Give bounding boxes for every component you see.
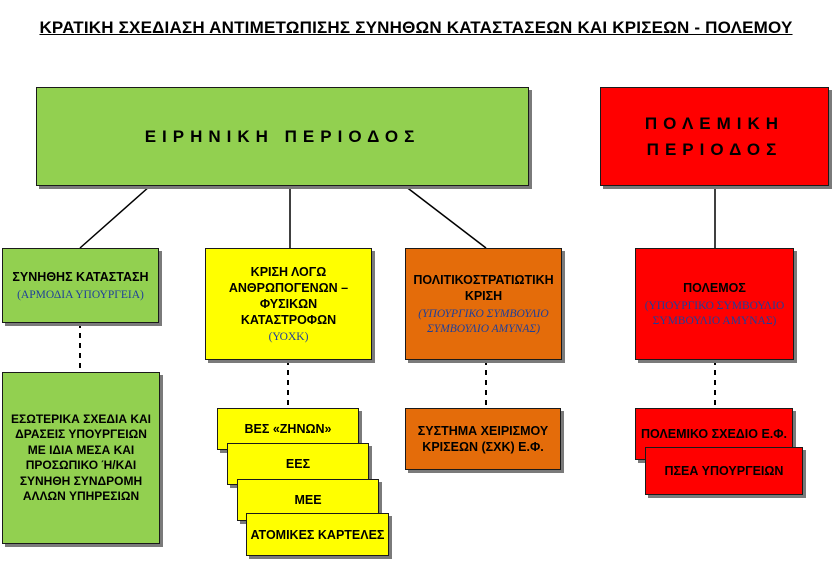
peace-period-label: ΕΙΡΗΝΙΚΗ ΠΕΡΙΟΔΟΣ	[144, 126, 421, 146]
war-period-box: ΠΟΛΕΜΙΚΗ ΠΕΡΙΟΔΟΣ	[600, 87, 829, 186]
connector-peace-normal	[79, 185, 151, 249]
disaster-crisis-box: ΚΡΙΣΗ ΛΟΓΩ ΑΝΘΡΩΠΟΓΕΝΩΝ – ΦΥΣΙΚΩΝ ΚΑΤΑΣΤ…	[205, 248, 372, 360]
war-plan-label: ΠΟΛΕΜΙΚΟ ΣΧΕΔΙΟ Ε.Φ.	[641, 427, 787, 441]
plan-box-4: ΑΤΟΜΙΚΕΣ ΚΑΡΤΕΛΕΣ	[246, 513, 389, 556]
wartime-sub: (ΥΠΟΥΡΓΙΚΟ ΣΥΜΒΟΥΛΙΟ ΣΥΜΒΟΥΛΙΟ ΑΜΥΝΑΣ)	[644, 299, 785, 327]
normal-situation-sub: (ΑΡΜΟΔΙΑ ΥΠΟΥΡΓΕΙΑ)	[17, 288, 144, 301]
connector-peace-politico	[404, 185, 487, 249]
war-period-label-line2: ΠΕΡΙΟΔΟΣ	[646, 139, 783, 159]
plan-label-4: ΑΤΟΜΙΚΕΣ ΚΑΡΤΕΛΕΣ	[250, 527, 385, 542]
war-period-label-line1: ΠΟΛΕΜΙΚΗ	[644, 113, 785, 133]
politico-military-crisis-sub: (ΥΠΟΥΡΓΙΚΟ ΣΥΜΒΟΥΛΙΟ ΣΥΜΒΟΥΛΙΟ ΑΜΥΝΑΣ)	[418, 307, 549, 335]
plan-label-2: ΕΕΣ	[285, 457, 311, 471]
politico-military-crisis-box: ΠΟΛΙΤΙΚΟΣΤΡΑΤΙΩΤΙΚΗ ΚΡΙΣΗ (ΥΠΟΥΡΓΙΚΟ ΣΥΜ…	[405, 248, 562, 360]
disaster-crisis-label: ΚΡΙΣΗ ΛΟΓΩ ΑΝΘΡΩΠΟΓΕΝΩΝ – ΦΥΣΙΚΩΝ ΚΑΤΑΣΤ…	[228, 264, 349, 327]
crisis-handling-system-box: ΣΥΣΤΗΜΑ ΧΕΙΡΙΣΜΟΥ ΚΡΙΣΕΩΝ (ΣΧΚ) Ε.Φ.	[405, 408, 561, 470]
plan-label-3: ΜΕΕ	[294, 493, 322, 507]
normal-detail-box: ΕΣΩΤΕΡΙΚΑ ΣΧΕΔΙΑ ΚΑΙ ΔΡΑΣΕΙΣ ΥΠΟΥΡΓΕΙΩΝ …	[2, 372, 160, 544]
diagram-title: ΚΡΑΤΙΚΗ ΣΧΕΔΙΑΣΗ ΑΝΤΙΜΕΤΩΠΙΣΗΣ ΣΥΝΗΘΩΝ Κ…	[39, 18, 793, 37]
normal-situation-label: ΣΥΝΗΘΗΣ ΚΑΤΑΣΤΑΣΗ	[12, 269, 149, 284]
ministry-plans-box: ΠΣΕΑ ΥΠΟΥΡΓΕΙΩΝ	[645, 447, 803, 495]
plan-label-1: ΒΕΣ «ΖΗΝΩΝ»	[244, 422, 332, 436]
peace-period-box: ΕΙΡΗΝΙΚΗ ΠΕΡΙΟΔΟΣ	[36, 87, 529, 186]
disaster-crisis-sub: (ΥΟΧΚ)	[268, 330, 309, 343]
ministry-plans-label: ΠΣΕΑ ΥΠΟΥΡΓΕΙΩΝ	[664, 464, 784, 478]
normal-detail-text: ΕΣΩΤΕΡΙΚΑ ΣΧΕΔΙΑ ΚΑΙ ΔΡΑΣΕΙΣ ΥΠΟΥΡΓΕΙΩΝ …	[11, 411, 151, 504]
normal-situation-box: ΣΥΝΗΘΗΣ ΚΑΤΑΣΤΑΣΗ (ΑΡΜΟΔΙΑ ΥΠΟΥΡΓΕΙΑ)	[2, 248, 159, 323]
crisis-handling-system-label: ΣΥΣΤΗΜΑ ΧΕΙΡΙΣΜΟΥ ΚΡΙΣΕΩΝ (ΣΧΚ) Ε.Φ.	[417, 424, 549, 454]
wartime-box: ΠΟΛΕΜΟΣ (ΥΠΟΥΡΓΙΚΟ ΣΥΜΒΟΥΛΙΟ ΣΥΜΒΟΥΛΙΟ Α…	[635, 248, 794, 360]
politico-military-crisis-label: ΠΟΛΙΤΙΚΟΣΤΡΑΤΙΩΤΙΚΗ ΚΡΙΣΗ	[413, 272, 554, 303]
wartime-label: ΠΟΛΕΜΟΣ	[683, 280, 746, 295]
